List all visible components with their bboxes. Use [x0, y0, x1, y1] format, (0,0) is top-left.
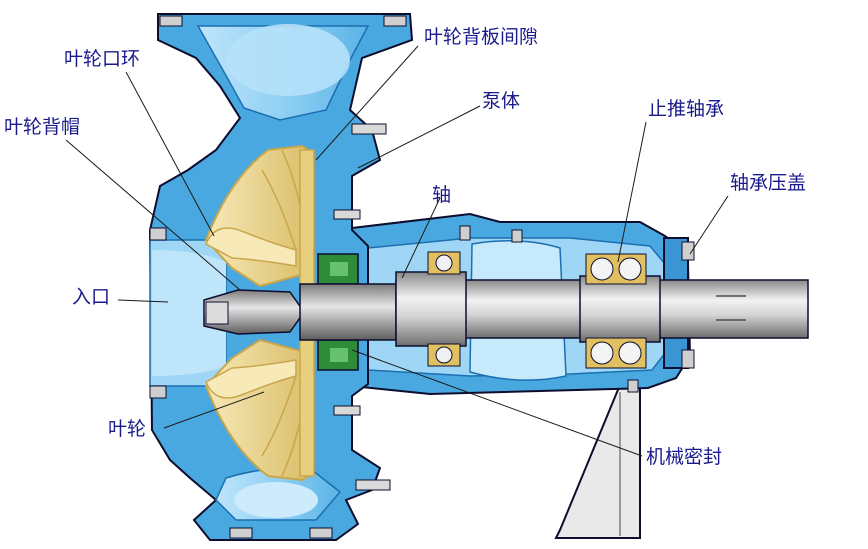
mechanical-seal: [317, 253, 359, 371]
leader-lines: [65, 45, 729, 457]
label-thrust-bearing: 止推轴承: [648, 98, 725, 120]
label-bearing-cover: 轴承压盖: [730, 172, 807, 194]
label-pump-body: 泵体: [482, 90, 521, 112]
label-shaft: 轴: [432, 184, 452, 206]
radial-bearing: [427, 251, 461, 367]
label-impeller-cap: 叶轮背帽: [4, 116, 81, 138]
label-impeller: 叶轮: [108, 418, 147, 440]
thrust-bearing: [585, 253, 647, 369]
shaft: [203, 271, 809, 347]
label-impeller-back-clearance: 叶轮背板间隙: [424, 26, 539, 48]
support-foot: [554, 379, 641, 539]
label-impeller-ring: 叶轮口环: [64, 48, 141, 70]
label-inlet: 入口: [72, 286, 111, 308]
label-mechanical-seal: 机械密封: [646, 446, 723, 468]
